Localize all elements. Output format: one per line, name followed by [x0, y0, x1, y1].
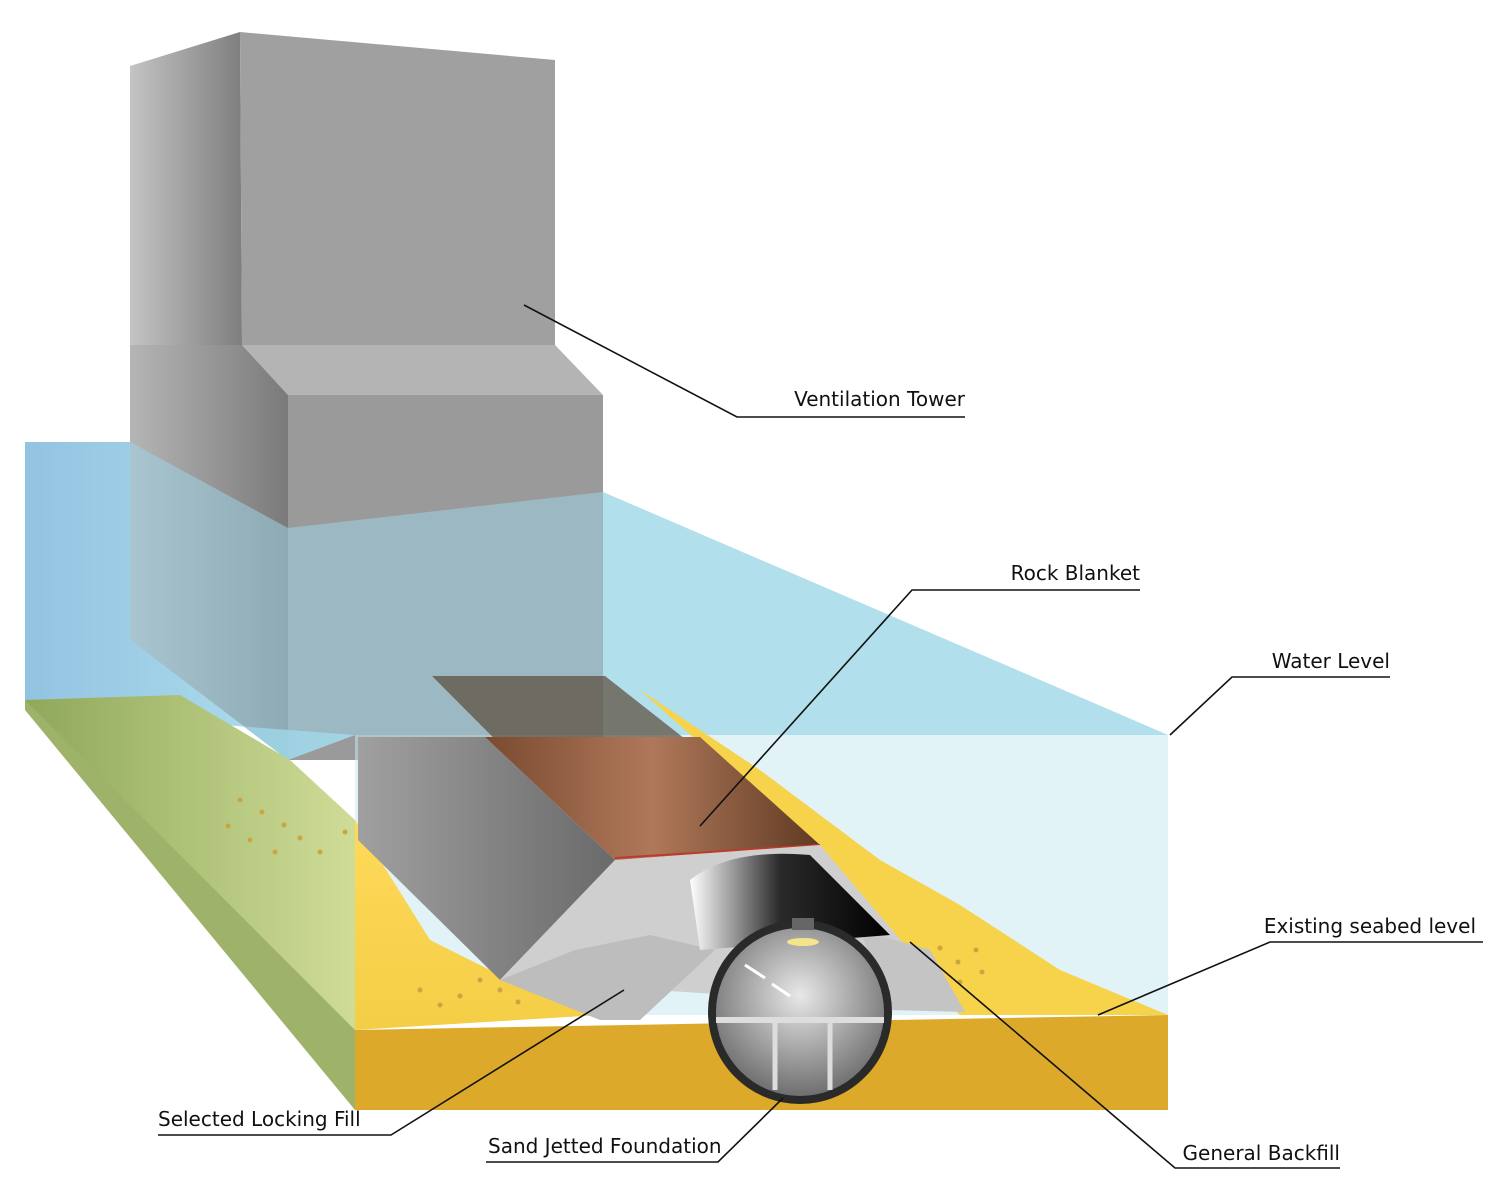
seabed-left: [25, 695, 355, 1110]
label-ventilation-tower: Ventilation Tower: [794, 387, 966, 411]
rock-blanket: [432, 676, 821, 860]
sand-dots: [225, 797, 985, 1008]
label-rock-blanket: Rock Blanket: [1011, 561, 1141, 585]
label-sand-jetted-foundation: Sand Jetted Foundation: [488, 1134, 722, 1158]
label-general-backfill: General Backfill: [1183, 1141, 1340, 1165]
label-water-level: Water Level: [1272, 649, 1390, 673]
leader-lines: [158, 304, 1483, 1169]
label-selected-locking-fill: Selected Locking Fill: [158, 1107, 361, 1131]
label-existing-seabed-level: Existing seabed level: [1264, 914, 1476, 938]
tunnel-tube: [690, 853, 892, 1104]
